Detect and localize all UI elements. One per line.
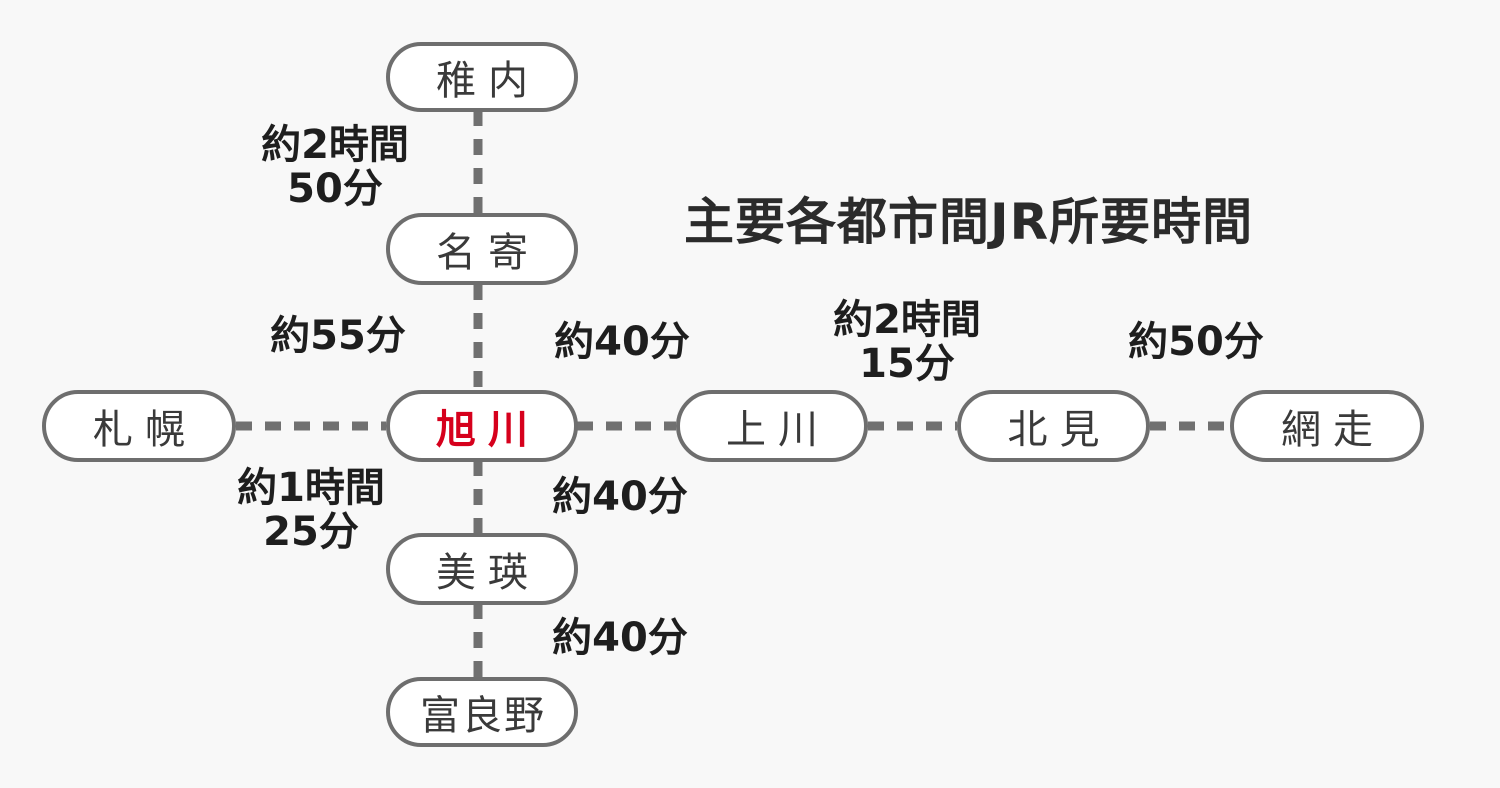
time-kamikawa-kitami-minutes: 15分 xyxy=(859,341,955,387)
station-nayoro: 名寄 xyxy=(386,213,578,285)
diagram-title: 主要各都市間JR所要時間 xyxy=(684,193,1254,251)
time-biei-furano: 約40分 xyxy=(552,615,688,661)
time-sapporo-asahikawa-hours: 約1時間 xyxy=(237,465,385,511)
time-nayoro-asahikawa: 約55分 xyxy=(270,313,406,359)
station-biei: 美瑛 xyxy=(386,533,578,605)
time-wakkanai-nayoro-hours: 約2時間 xyxy=(261,122,409,168)
time-wakkanai-nayoro: 約2時間 50分 xyxy=(246,123,424,211)
station-kitami: 北見 xyxy=(957,390,1150,462)
time-wakkanai-nayoro-minutes: 50分 xyxy=(287,166,383,212)
station-wakkanai: 稚内 xyxy=(386,42,578,112)
station-furano: 富良野 xyxy=(386,677,578,747)
time-kitami-abashiri: 約50分 xyxy=(1128,319,1264,365)
station-abashiri: 網走 xyxy=(1230,390,1424,462)
time-sapporo-asahikawa: 約1時間 25分 xyxy=(226,466,396,554)
time-asahikawa-kamikawa: 約40分 xyxy=(554,319,690,365)
time-asahikawa-biei: 約40分 xyxy=(552,474,688,520)
time-sapporo-asahikawa-minutes: 25分 xyxy=(263,509,359,555)
station-sapporo: 札幌 xyxy=(42,390,236,462)
station-kamikawa: 上川 xyxy=(676,390,868,462)
time-kamikawa-kitami-hours: 約2時間 xyxy=(833,297,981,343)
time-kamikawa-kitami: 約2時間 15分 xyxy=(818,298,996,386)
station-asahikawa: 旭川 xyxy=(386,390,578,462)
